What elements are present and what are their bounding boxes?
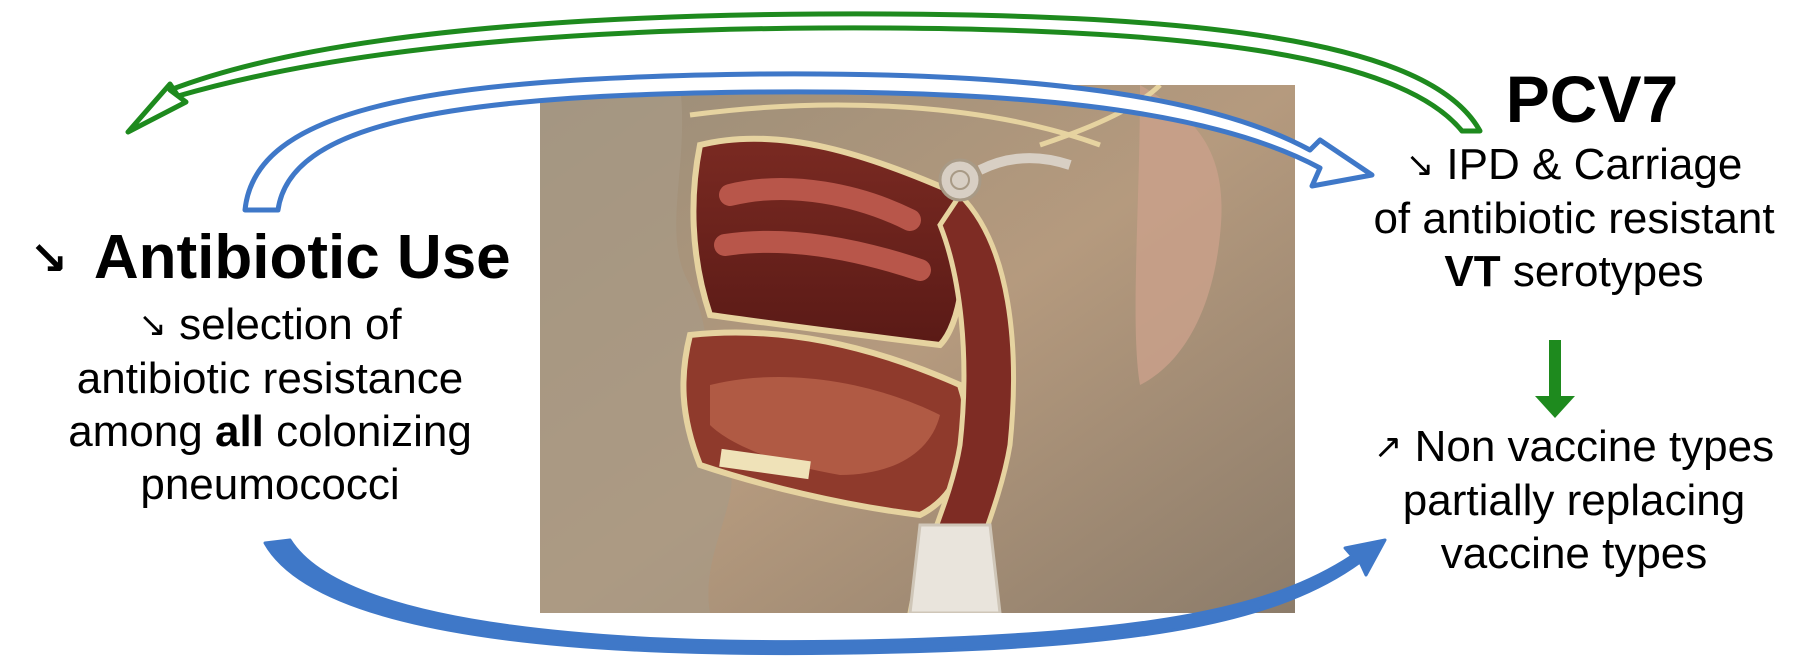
non-vaccine-types-block: ↗ Non vaccine types partially replacing … (1335, 420, 1813, 580)
pcv7-line-1-text: IPD & Carriage (1446, 140, 1742, 189)
pcv7-line-3: VT serotypes (1335, 245, 1813, 298)
decrease-arrow-icon: ↘ (138, 306, 167, 344)
nvt-line-1: ↗ Non vaccine types (1335, 420, 1813, 474)
pcv7-block: PCV7 ↘ IPD & Carriage of antibiotic resi… (1335, 64, 1813, 298)
blue-solid-arrow (265, 540, 1385, 654)
nvt-line-3: vaccine types (1335, 527, 1813, 580)
increase-arrow-icon: ↗ (1374, 428, 1403, 466)
vt-bold: VT (1444, 247, 1500, 296)
description-line-1: ↘ selection of (0, 298, 540, 352)
pcv7-title: PCV7 (1335, 64, 1813, 134)
down-arrow-icon (1535, 340, 1575, 418)
line3-bold: all (215, 407, 264, 456)
pcv7-description: ↘ IPD & Carriage of antibiotic resistant… (1335, 138, 1813, 298)
blue-hollow-arrow (245, 74, 1372, 210)
pcv7-line-3-text: serotypes (1513, 247, 1704, 296)
antibiotic-use-description: ↘ selection of antibiotic resistance amo… (0, 298, 540, 511)
decrease-arrow-icon: ↘ (29, 232, 68, 284)
nvt-line-1-text: Non vaccine types (1415, 422, 1775, 471)
decrease-arrow-icon: ↘ (1406, 146, 1435, 184)
line3-prefix: among (68, 407, 203, 456)
description-line-4: pneumococci (0, 458, 540, 511)
description-line-2: antibiotic resistance (0, 352, 540, 405)
pcv7-line-1: ↘ IPD & Carriage (1335, 138, 1813, 192)
antibiotic-use-title: ↘ Antibiotic Use (0, 222, 540, 294)
pcv7-line-2: of antibiotic resistant (1335, 192, 1813, 245)
line3-suffix: colonizing (276, 407, 472, 456)
nvt-line-2: partially replacing (1335, 474, 1813, 527)
description-line-1-text: selection of (179, 300, 402, 349)
antibiotic-use-block: ↘ Antibiotic Use ↘ selection of antibioti… (0, 222, 540, 511)
antibiotic-use-label: Antibiotic Use (94, 223, 511, 292)
description-line-3: among all colonizing (0, 405, 540, 458)
